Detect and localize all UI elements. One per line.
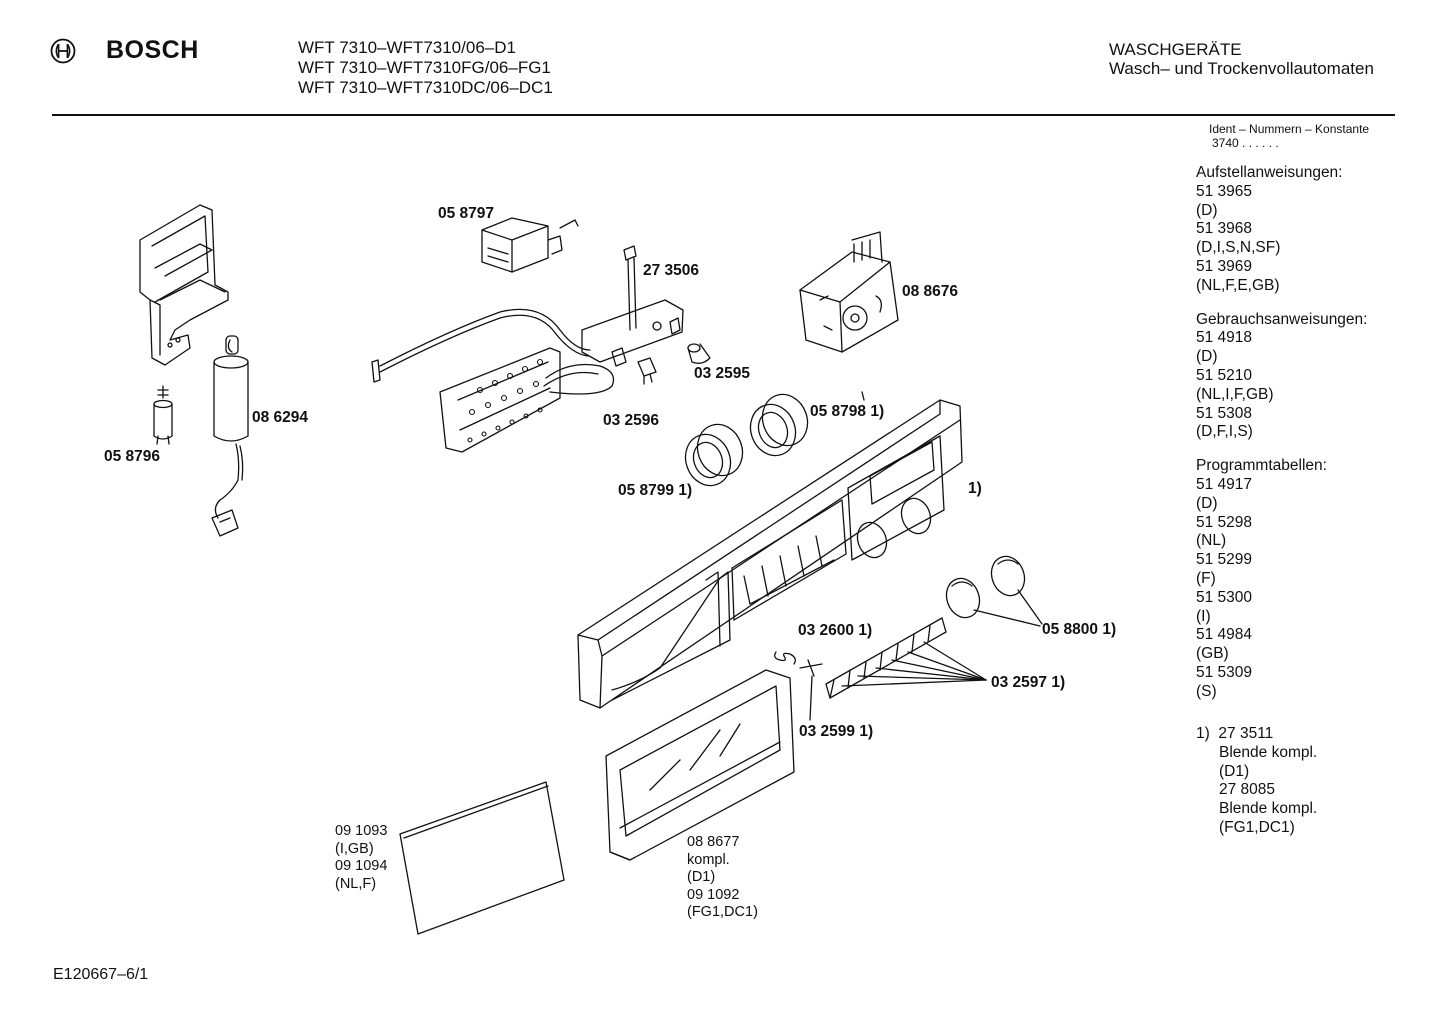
note-line: 09 1092	[687, 886, 740, 903]
footnote-line: 1) 27 3511	[1196, 725, 1317, 744]
footnote-line: (D1)	[1219, 762, 1250, 780]
footnote-marker: 1)	[1196, 725, 1210, 742]
part-label: 03 2596	[603, 412, 660, 429]
selector-knob-drawing	[986, 552, 1030, 601]
program-timer-drawing	[800, 232, 898, 352]
note-line: (FG1,DC1)	[687, 904, 758, 920]
note-line: (NL,F)	[335, 875, 377, 892]
indicator-bulb-drawing	[688, 344, 710, 363]
list-item: 51 4918	[1196, 329, 1253, 347]
note-line: (D1)	[687, 869, 716, 885]
part-label: 03 2597 1)	[991, 674, 1066, 691]
part-label: 08 6294	[252, 409, 309, 426]
bosch-logo-icon	[50, 38, 76, 64]
list-item: (NL,I,F,GB)	[1196, 385, 1274, 403]
part-label: 03 2595	[694, 365, 751, 382]
push-button-strip-drawing	[826, 618, 986, 698]
category-subtitle: Wasch– und Trockenvollautomaten	[1109, 59, 1374, 78]
part-label: 05 8797	[438, 205, 495, 222]
list-item: 51 4984	[1196, 626, 1253, 644]
door-glass-drawing	[400, 782, 564, 934]
section-title: Gebrauchsanweisungen:	[1196, 310, 1368, 328]
control-panel-drawing	[578, 400, 962, 708]
list-item: (D,I,S,N,SF)	[1196, 239, 1281, 257]
capacitor-small-drawing	[154, 386, 172, 444]
footnote-line: Blende kompl.	[1219, 800, 1318, 818]
note-line: 08 8677	[687, 834, 740, 850]
header-rule	[52, 114, 1395, 116]
part-label: 05 8799 1)	[618, 482, 693, 499]
ident-block: Ident – Nummern – Konstante 3740 . . . .…	[1209, 122, 1369, 150]
list-item: 51 4917	[1196, 475, 1253, 493]
door-note: 08 8677 kompl. (D1) 09 1092 (FG1,DC1)	[687, 834, 758, 922]
footnote-block: 1) 27 3511 Blende kompl. (D1) 27 8085 Bl…	[1196, 725, 1317, 838]
list-item: 51 3965	[1196, 182, 1253, 200]
list-item: 51 5300	[1196, 588, 1253, 606]
note-line: (I,GB)	[335, 840, 374, 857]
list-item: (D,F,I,S)	[1196, 423, 1253, 441]
part-label: 03 2600 1)	[798, 622, 873, 639]
list-item: (D)	[1196, 201, 1218, 219]
selector-knob-drawing	[941, 574, 985, 623]
note-line: 09 1094	[335, 858, 388, 874]
knob-ring-drawing	[743, 388, 814, 462]
mounting-bracket-drawing	[140, 205, 228, 365]
spring-drawing	[775, 652, 796, 664]
list-item: (D)	[1196, 348, 1218, 366]
list-item: 51 3968	[1196, 220, 1253, 238]
category-block: WASCHGERÄTE Wasch– und Trockenvollautoma…	[1109, 40, 1374, 78]
pcb-assembly-drawing	[372, 246, 683, 452]
list-item: (NL,F,E,GB)	[1196, 276, 1280, 294]
list-item: (GB)	[1196, 645, 1229, 663]
selector-switch-drawing	[482, 218, 578, 272]
list-item: (S)	[1196, 682, 1217, 700]
footnote-line: 27 8085	[1219, 781, 1276, 799]
model-line: WFT 7310–WFT7310FG/06–FG1	[298, 58, 551, 77]
footnote-text: 27 3511	[1218, 725, 1274, 742]
document-list: Aufstellanweisungen: 51 3965 (D) 51 3968…	[1196, 164, 1367, 702]
lamp-holder-drawing	[638, 358, 656, 384]
brand-name: BOSCH	[106, 36, 199, 64]
model-line: WFT 7310–WFT7310DC/06–DC1	[298, 78, 553, 97]
list-item: 51 5298	[1196, 513, 1253, 531]
part-label: 08 8676	[902, 283, 959, 300]
part-label: 05 8796	[104, 448, 161, 465]
part-label: 03 2599 1)	[799, 723, 874, 740]
door-glass-note: 09 1093 (I,GB) 09 1094 (NL,F)	[335, 823, 387, 893]
ident-label: Ident – Nummern – Konstante	[1209, 122, 1370, 136]
part-label: 27 3506	[643, 262, 700, 279]
list-item: 51 5309	[1196, 663, 1253, 681]
list-item: (NL)	[1196, 532, 1227, 550]
note-line: 09 1093	[335, 823, 388, 839]
door-drawing	[606, 670, 794, 860]
part-label: 1)	[968, 480, 982, 497]
note-line: kompl.	[687, 851, 730, 868]
section-title: Aufstellanweisungen:	[1196, 164, 1343, 181]
pin-drawing	[800, 660, 822, 720]
section-title: Programmtabellen:	[1196, 457, 1327, 475]
footnote-line: Blende kompl.	[1219, 743, 1318, 761]
category-title: WASCHGERÄTE	[1109, 40, 1242, 59]
list-item: (F)	[1196, 569, 1216, 587]
list-item: 51 5308	[1196, 404, 1253, 422]
condenser-with-cable-drawing	[212, 336, 248, 536]
model-line: WFT 7310–WFT7310/06–D1	[298, 38, 516, 57]
ident-value: 3740 . . . . . .	[1212, 136, 1279, 150]
drawing-id: E120667–6/1	[53, 966, 149, 983]
part-label: 05 8800 1)	[1042, 621, 1117, 638]
model-list: WFT 7310–WFT7310/06–D1 WFT 7310–WFT7310F…	[298, 38, 553, 98]
part-label: 05 8798 1)	[810, 403, 885, 420]
footnote-line: (FG1,DC1)	[1219, 818, 1295, 836]
list-item: (D)	[1196, 494, 1218, 512]
knob-ring-drawing	[678, 418, 749, 492]
list-item: 51 5299	[1196, 551, 1253, 569]
list-item: 51 5210	[1196, 366, 1253, 384]
list-item: 51 3969	[1196, 257, 1253, 275]
list-item: (I)	[1196, 607, 1211, 625]
